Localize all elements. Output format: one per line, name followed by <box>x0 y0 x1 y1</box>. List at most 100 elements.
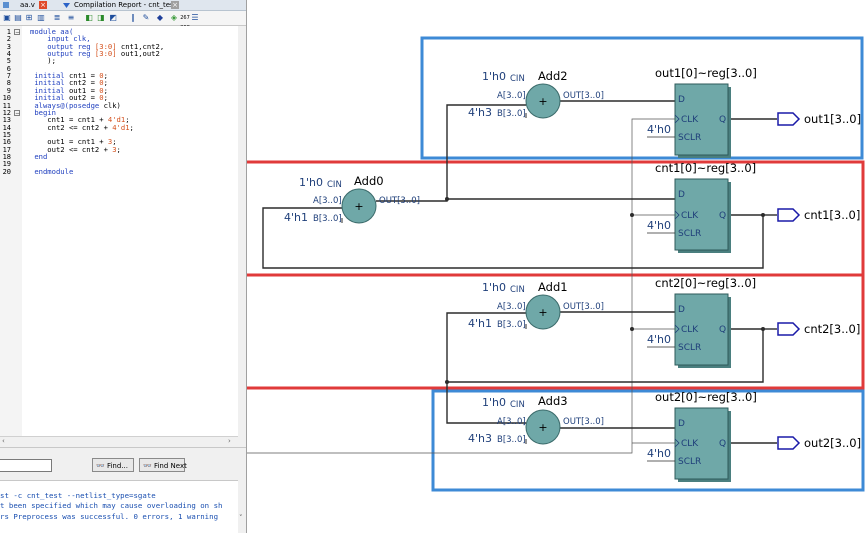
register-d-pin: D <box>678 419 685 429</box>
code-line: output reg [3:0] cnt1,cnt2, <box>30 41 164 51</box>
fold-toggle-icon[interactable]: − <box>14 109 21 117</box>
scroll-left-icon[interactable]: ‹ <box>2 437 5 445</box>
code-token: 3 <box>107 137 113 147</box>
code-token: initial <box>30 78 65 88</box>
compile-icon[interactable]: ◆ <box>156 13 164 22</box>
code-token: cnt2 = <box>64 78 100 88</box>
next-bookmark-icon[interactable]: ◨ <box>97 13 105 22</box>
bookmark-icon[interactable]: ◧ <box>85 13 93 22</box>
tab-compilation-report[interactable]: Compilation Report - cnt_test <box>74 1 177 9</box>
line-number: 5 <box>6 57 11 66</box>
insert-icon[interactable]: ⊞ <box>25 13 33 22</box>
code-token: out1 = cnt1 + <box>30 137 108 147</box>
code-token: ; <box>125 115 130 125</box>
adder-b-label: B[3..0] <box>497 435 526 445</box>
register-name: cnt1[0]~reg[3..0] <box>655 161 756 175</box>
register-clk-pin: CLK <box>681 115 699 125</box>
find-next-button[interactable]: 👓 Find Next <box>139 458 187 472</box>
line-number: 11 <box>2 101 11 110</box>
register-sclr-const: 4'h0 <box>647 219 671 232</box>
fold-toggle-icon[interactable]: − <box>14 29 21 36</box>
register-clk-pin: CLK <box>681 325 699 335</box>
adder-out-label: OUT[3..0] <box>563 91 604 101</box>
line-number: 2 <box>6 35 11 44</box>
adder-out-label: OUT[3..0] <box>379 196 420 206</box>
code-token: [3:0] <box>94 41 117 51</box>
tab-close-icon[interactable]: × <box>171 1 179 9</box>
code-token: input clk, <box>30 34 91 44</box>
register-q-pin: Q <box>719 439 726 449</box>
open-icon[interactable]: ▤ <box>14 13 22 22</box>
junction-dot <box>761 213 765 217</box>
code-line: input clk, <box>30 34 91 44</box>
wire <box>376 198 675 202</box>
editor-toolbar: ▣ ▤ ⊞ ▥ ≣ ≡ ◧ ◨ ◩ ∥ ✎ ◆ ◈ 267 268 ☰ <box>0 11 246 31</box>
line-number: 8 <box>6 79 11 88</box>
adder-b-const: 4'h1 <box>284 211 308 224</box>
adder-cin-const: 1'h0 <box>482 281 506 294</box>
adder-b-const: 4'h3 <box>468 106 492 119</box>
wire <box>446 104 526 199</box>
unindent-icon[interactable]: ≡ <box>67 13 75 22</box>
adder-cin-label: CIN <box>510 400 525 410</box>
line-number: 18 <box>2 152 11 161</box>
adder-b-label: B[3..0] <box>497 109 526 119</box>
prev-bookmark-icon[interactable]: ◩ <box>109 13 117 22</box>
adder-b-label: B[3..0] <box>497 320 526 330</box>
find-button[interactable]: 👓 Find... <box>92 458 134 472</box>
register-sclr-pin: SCLR <box>678 229 701 239</box>
code-token: 0 <box>99 71 104 81</box>
save-icon[interactable]: ▣ <box>3 13 11 22</box>
register-sclr-const: 4'h0 <box>647 333 671 346</box>
register-block <box>674 83 729 156</box>
code-token: output reg <box>30 49 95 59</box>
template-icon[interactable]: ▥ <box>37 13 45 22</box>
messages-panel: st -c cnt_test --netlist_type=sgate t be… <box>0 480 238 533</box>
scroll-down-icon[interactable]: ˅ <box>239 514 243 522</box>
code-line: begin <box>30 108 56 117</box>
adder-cin-const: 1'h0 <box>482 396 506 409</box>
uncomment-icon[interactable]: ✎ <box>142 13 150 22</box>
register-sclr-const: 4'h0 <box>647 447 671 460</box>
adder-a-label: A[3..0] <box>497 302 526 312</box>
highlight-box-out2 <box>431 389 865 492</box>
analysis-icon[interactable]: ◈ <box>170 13 178 22</box>
code-token: cnt1 = <box>64 71 100 81</box>
find-input[interactable] <box>0 459 52 472</box>
adder-block <box>341 188 377 224</box>
messages-vertical-scrollbar[interactable]: ˅ <box>238 480 246 533</box>
code-line: output reg [3:0] out1,out2 <box>30 50 160 58</box>
editor-vertical-scrollbar[interactable] <box>238 26 246 436</box>
register-name: cnt2[0]~reg[3..0] <box>655 276 756 290</box>
line-number: 17 <box>2 145 11 154</box>
find-next-button-label: Find Next <box>153 462 187 470</box>
highlight-box-out1 <box>420 36 864 160</box>
clock-triangle <box>674 438 680 448</box>
register-name: out1[0]~reg[3..0] <box>655 66 757 80</box>
adder-b-const: 4'h1 <box>468 317 492 330</box>
code-token: ; <box>129 122 134 132</box>
message-line: st -c cnt_test --netlist_type=sgate <box>0 491 156 500</box>
output-port-label: cnt1[3..0] <box>804 208 860 222</box>
line-number: 20 <box>2 167 11 176</box>
tab-close-icon[interactable]: × <box>39 1 47 9</box>
menu-lines-icon[interactable]: ☰ <box>191 13 199 22</box>
code-token: endmodule <box>30 166 74 176</box>
line-number-icon[interactable]: 267 268 <box>180 15 190 31</box>
comment-icon[interactable]: ∥ <box>131 13 135 22</box>
editor-horizontal-scrollbar[interactable]: ‹ › <box>0 436 238 447</box>
line-number: 19 <box>2 160 11 169</box>
adder-plus-symbol: + <box>538 421 547 434</box>
register-q-pin: Q <box>719 115 726 125</box>
code-token: clk) <box>99 100 121 110</box>
code-token: [3:0] <box>94 49 117 59</box>
tab-aa-v[interactable]: aa.v <box>20 1 35 9</box>
adder-cin-label: CIN <box>327 180 342 190</box>
output-port-label: out2[3..0] <box>804 436 861 450</box>
output-port-icon <box>777 436 801 450</box>
indent-icon[interactable]: ≣ <box>53 13 61 22</box>
scroll-right-icon[interactable]: › <box>228 437 231 445</box>
